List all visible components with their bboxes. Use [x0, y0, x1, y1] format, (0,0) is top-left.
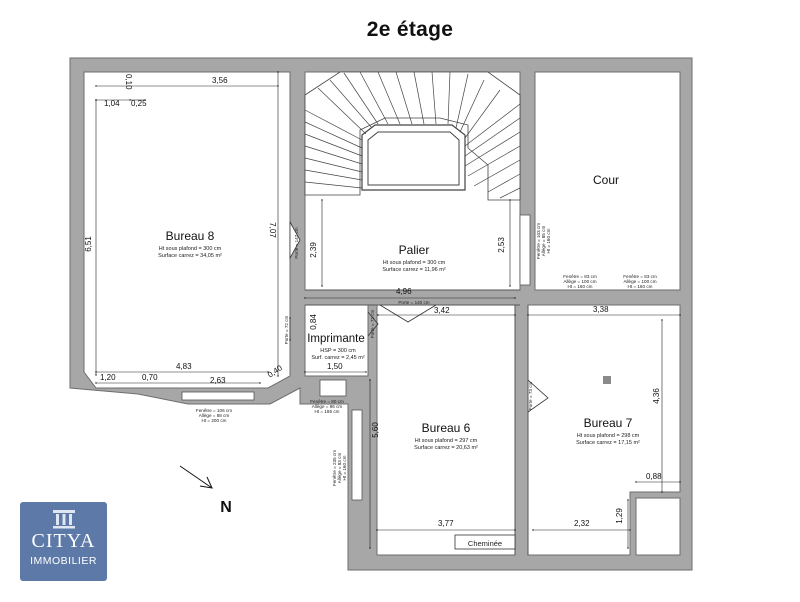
label-porte-imprimante: Porte = 72 cm — [284, 315, 289, 344]
window-cour-left — [519, 214, 531, 286]
logo-subtitle: IMMOBILIER — [30, 555, 97, 567]
dim-2-63: 2,63 — [210, 376, 226, 385]
room-bureau6-ceiling: Ht sous plafond = 297 cm — [415, 438, 478, 444]
dim-3-42: 3,42 — [434, 306, 450, 315]
dim-0-10: 0,10 — [124, 74, 133, 90]
door-palier-left — [289, 220, 301, 260]
label-fenetre-bureau6-3: Ht = 160 cm — [342, 455, 347, 480]
label-fenetre-imprimante-3: Ht = 185 cm — [315, 409, 340, 414]
room-palier-ceiling: Ht sous plafond = 300 cm — [383, 260, 446, 266]
north-label: N — [220, 499, 232, 516]
room-bureau6-surface: Surface carrez = 20,63 m² — [414, 445, 478, 451]
dim-0-25: 0,25 — [131, 99, 147, 108]
label-fenetre-cour-right-1: Fenêtre = 83 cm — [623, 274, 657, 279]
window-bureau8 — [181, 391, 255, 401]
dim-6-51: 6,51 — [84, 236, 93, 252]
staircase — [304, 71, 521, 201]
dimension-lines — [95, 71, 681, 549]
dim-0-84: 0,84 — [309, 314, 318, 330]
dim-2-39: 2,39 — [309, 242, 318, 258]
page-title: 2e étage — [366, 18, 454, 41]
column-crest-icon — [52, 510, 75, 529]
dim-0-70: 0,70 — [142, 373, 158, 382]
dim-1-50: 1,50 — [327, 362, 343, 371]
label-fenetre-bureau6-1: Fenêtre = 235 cm — [332, 450, 337, 486]
label-fenetre-cour-right-2: Allège = 100 cm — [623, 279, 656, 284]
label-fenetre-bureau8-1: Fenêtre = 106 cm — [196, 408, 232, 413]
room-cour-name: Cour — [593, 173, 619, 187]
label-fenetre-bureau6-2: Allège = 83 cm — [337, 453, 342, 484]
room-bureau7-name: Bureau 7 — [584, 416, 633, 430]
dim-1-04: 1,04 — [104, 99, 120, 108]
dim-1-20: 1,20 — [100, 373, 116, 382]
chimney — [454, 534, 516, 550]
dim-4-96: 4,96 — [396, 287, 412, 296]
room-bureau8-ceiling: Ht sous plafond = 300 cm — [159, 246, 222, 252]
chimney-label: Cheminée — [468, 539, 502, 548]
logo-brand: CITYA — [31, 530, 96, 552]
dim-2-53: 2,53 — [497, 237, 506, 253]
door-imprimante-right — [367, 311, 379, 337]
label-fenetre-bureau8-2: Allège = 88 cm — [199, 413, 230, 418]
dim-4-36: 4,36 — [652, 388, 661, 404]
label-fenetre-cour-left-3: Ht = 160 cm — [546, 228, 551, 253]
label-fenetre-cour-right-3: Ht = 160 cm — [628, 284, 653, 289]
door-bureau7 — [527, 379, 549, 413]
room-bureau7-surface: Surface carrez = 17,15 m² — [576, 440, 640, 446]
room-bureau8-surface: Surface carrez = 34,05 m² — [158, 253, 222, 259]
label-porte-palier-bottom: Porte = 140 cm — [398, 300, 429, 305]
dim-3-56: 3,56 — [212, 76, 228, 85]
dim-2-32: 2,32 — [574, 519, 590, 528]
label-porte-palier-left: Porte = 147 cm — [294, 227, 299, 258]
dim-4-83: 4,83 — [176, 362, 192, 371]
room-bureau8-name: Bureau 8 — [166, 229, 215, 243]
room-bureau7-ceiling: Ht sous plafond = 298 cm — [577, 433, 640, 439]
door-palier-bottom — [379, 304, 437, 323]
dim-1-29: 1,29 — [615, 508, 624, 524]
dim-5-60: 5,60 — [371, 422, 380, 438]
dim-3-38: 3,38 — [593, 305, 609, 314]
window-bureau6 — [351, 409, 363, 501]
label-fenetre-imprimante-2: Allège = 96 cm — [312, 404, 343, 409]
room-imprimante-name: Imprimante — [307, 333, 365, 345]
dim-0-88: 0,88 — [646, 472, 662, 481]
citya-logo: CITYA IMMOBILIER — [20, 502, 107, 581]
stair-treads — [304, 71, 521, 199]
dim-0-40: 0,40 — [266, 363, 284, 380]
label-fenetre-cour-mid-2: Allège = 100 cm — [563, 279, 596, 284]
label-fenetre-cour-left-2: Allège = 85 cm — [541, 226, 546, 257]
label-porte-bureau7: Porte = 73 cm — [528, 381, 533, 410]
room-imprimante-surface: Surf. carrez = 2,45 m² — [311, 355, 365, 361]
label-fenetre-imprimante-1: Fenêtre = 80 cm — [310, 399, 344, 404]
dim-7-07: 7,07 — [268, 222, 277, 238]
column — [603, 376, 611, 384]
label-fenetre-cour-mid-3: Ht = 160 cm — [568, 284, 593, 289]
room-bureau6-name: Bureau 6 — [422, 421, 471, 435]
label-fenetre-cour-left-1: Fenêtre = 103 cm — [536, 223, 541, 259]
room-palier-surface: Surface carrez = 11,96 m² — [382, 267, 445, 273]
room-palier-name: Palier — [399, 243, 430, 257]
label-porte-imprimante-right: Porte = 72 cm — [370, 309, 375, 338]
label-fenetre-bureau8-3: Ht = 200 cm — [202, 418, 227, 423]
dim-3-77: 3,77 — [438, 519, 454, 528]
window-imprimante — [319, 379, 347, 397]
north-arrow-icon — [179, 465, 213, 489]
room-imprimante-ceiling: HSP = 300 cm — [320, 348, 356, 354]
label-fenetre-cour-mid-1: Fenêtre = 83 cm — [563, 274, 597, 279]
